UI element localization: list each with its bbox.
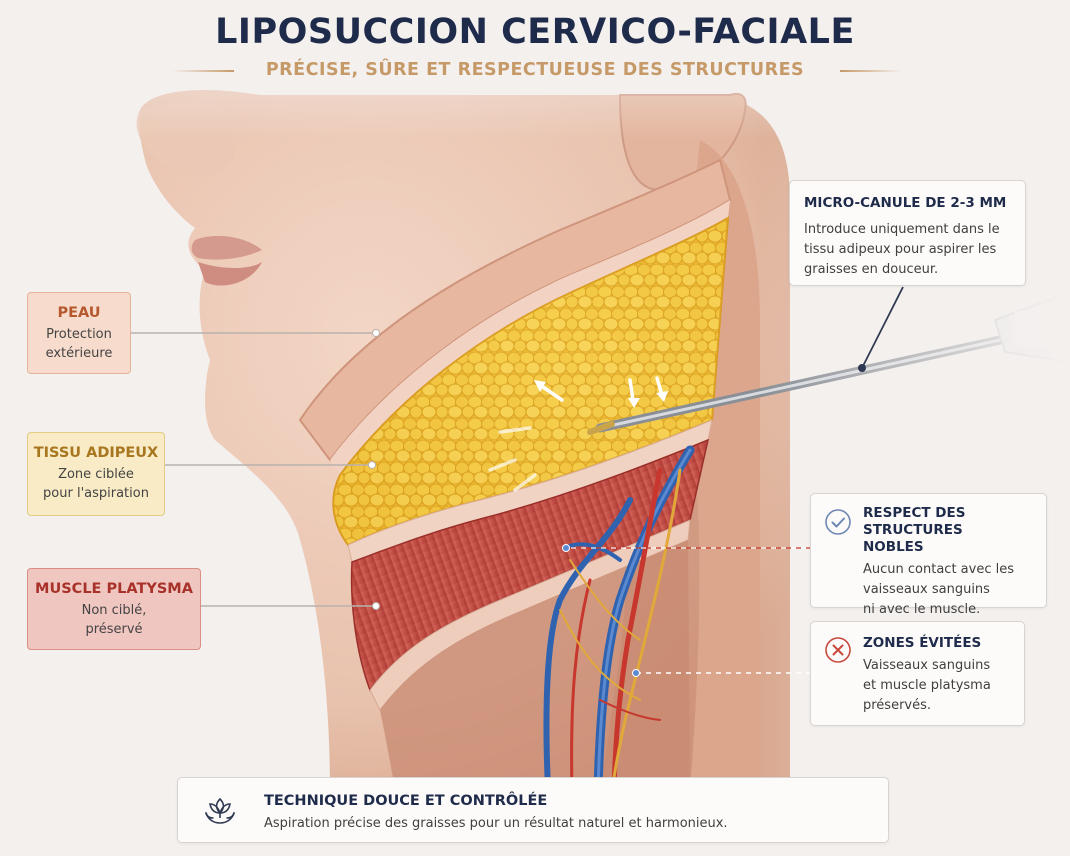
- label-tissu-adipeux: TISSU ADIPEUX Zone ciblée pour l'aspirat…: [27, 432, 165, 516]
- lips-shape: [191, 235, 262, 260]
- page-title: LIPOSUCCION CERVICO-FACIALE: [215, 12, 855, 52]
- label-peau-line1: Protection: [46, 327, 112, 342]
- callout-respect-line: vaisseaux sanguins: [863, 582, 990, 597]
- callout-zones-evitees: ZONES ÉVITÉES Vaisseaux sanguins et musc…: [810, 621, 1025, 726]
- callout-micro-canule: MICRO-CANULE DE 2-3 MM Introduce uniquem…: [789, 180, 1026, 286]
- leader-lines: [131, 286, 904, 677]
- callout-micro-canule-line: graisses en douceur.: [804, 262, 939, 277]
- label-tissu-adipeux-line1: Zone ciblée: [58, 467, 134, 482]
- callout-respect-text: Aucun contact avec les vaisseaux sanguin…: [863, 560, 1036, 620]
- label-tissu-adipeux-line2: pour l'aspiration: [43, 486, 149, 501]
- x-circle-icon: [825, 637, 851, 663]
- check-circle-icon: [825, 509, 851, 535]
- label-muscle-platysma-line1: Non ciblé,: [81, 603, 147, 618]
- callout-zones-line: et muscle platysma: [863, 678, 991, 693]
- callout-respect-title-line2: NOBLES: [863, 539, 924, 555]
- callout-zones-title: ZONES ÉVITÉES: [863, 635, 982, 651]
- callout-zones-text: Vaisseaux sanguins et muscle platysma pr…: [863, 656, 1014, 716]
- footer-title: TECHNIQUE DOUCE ET CONTRÔLÉE: [264, 793, 548, 809]
- label-peau: PEAU Protection extérieure: [27, 292, 131, 374]
- callout-respect-line: ni avec le muscle.: [863, 602, 981, 617]
- label-peau-line2: extérieure: [45, 346, 113, 361]
- callout-micro-canule-line: tissu adipeux pour aspirer les: [804, 242, 997, 257]
- footer-technique: TECHNIQUE DOUCE ET CONTRÔLÉE Aspiration …: [177, 777, 889, 843]
- subtitle-rule-left: [172, 70, 234, 72]
- label-muscle-platysma: MUSCLE PLATYSMA Non ciblé, préservé: [27, 568, 201, 650]
- callout-respect-title-line1: RESPECT DES STRUCTURES: [863, 505, 966, 538]
- label-tissu-adipeux-title: TISSU ADIPEUX: [33, 445, 159, 461]
- callout-micro-canule-title: MICRO-CANULE DE 2-3 MM: [804, 195, 1007, 211]
- page-subtitle: PRÉCISE, SÛRE ET RESPECTUEUSE DES STRUCT…: [265, 60, 805, 80]
- callout-respect-line: Aucun contact avec les: [863, 562, 1014, 577]
- callout-micro-canule-line: Introduce uniquement dans le: [804, 222, 1000, 237]
- leaf-hands-icon: [205, 797, 235, 824]
- callout-respect-structures: RESPECT DES STRUCTURES NOBLES Aucun cont…: [810, 493, 1047, 617]
- label-peau-title: PEAU: [57, 305, 101, 321]
- blood-vessels: [543, 445, 695, 795]
- label-muscle-platysma-line2: préservé: [85, 622, 143, 637]
- callout-zones-line: préservés.: [863, 698, 932, 713]
- callout-zones-line: Vaisseaux sanguins: [863, 658, 991, 673]
- callout-micro-canule-text: Introduce uniquement dans le tissu adipe…: [804, 220, 1011, 280]
- subtitle-rule-right: [840, 70, 902, 72]
- footer-text: Aspiration précise des graisses pour un …: [264, 816, 728, 831]
- label-muscle-platysma-title: MUSCLE PLATYSMA: [35, 581, 193, 597]
- suction-arrows: [488, 376, 668, 492]
